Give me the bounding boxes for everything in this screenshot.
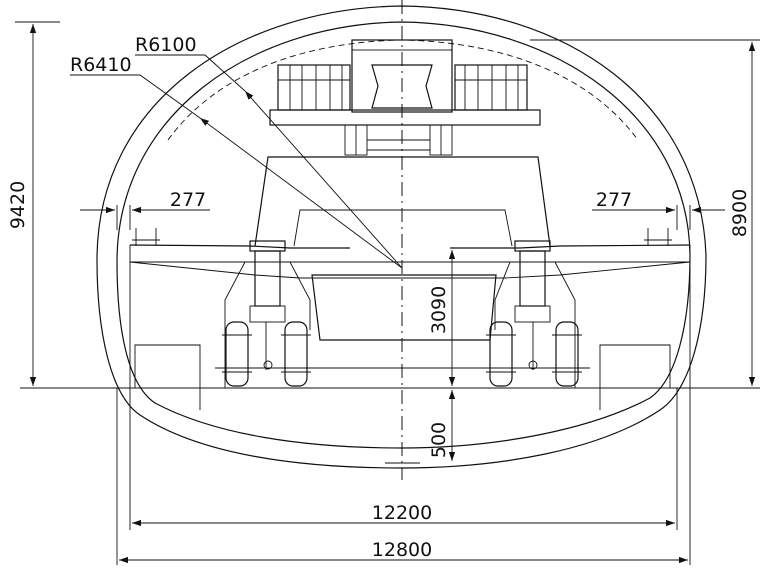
radius-label-inner: R6100 (135, 34, 197, 56)
radius-leader-outer (199, 117, 403, 269)
machine-deck-left (129, 244, 350, 249)
left-outer-wheel (225, 321, 249, 387)
total-height-label: 9420 (7, 181, 29, 229)
right-guardrail (644, 228, 672, 246)
left-leg-assembly (222, 240, 311, 388)
center-gearbox (351, 39, 453, 113)
radius-label-outer: R6410 (70, 54, 132, 76)
clear-height-label: 8900 (729, 189, 751, 237)
right-drum (454, 64, 528, 111)
deck-left-taper (129, 261, 301, 279)
top-supports (344, 124, 453, 156)
gearbox-top (351, 39, 453, 51)
left-guardrail (132, 228, 160, 246)
center-box (311, 274, 497, 341)
top-frame-plate (269, 109, 541, 126)
left-platform-block (134, 344, 201, 410)
center-height-label: 3090 (428, 286, 450, 334)
right-platform-block (599, 344, 671, 410)
drum-ribs (278, 65, 527, 110)
outer-width-label: 12800 (372, 539, 432, 561)
tunnel-inner-lining (116, 21, 691, 449)
main-frame (254, 156, 551, 247)
right-inner-wheel (489, 321, 513, 387)
radius-leader-inner-tail (135, 54, 246, 92)
deck-right-taper (504, 261, 691, 279)
center-hub (371, 64, 433, 109)
clearance-right-label: 277 (596, 189, 632, 211)
tunnel-outer-lining (96, 5, 707, 469)
radius-leader-inner (244, 90, 403, 269)
inner-frame (293, 209, 513, 247)
left-inner-wheel (284, 321, 308, 387)
machine-deck-right (450, 244, 691, 249)
inner-width-label: 12200 (372, 502, 432, 524)
invert-depth-label: 500 (428, 422, 450, 458)
left-drum (277, 64, 351, 111)
right-leg-assembly (486, 240, 582, 388)
clearance-left-label: 277 (170, 189, 206, 211)
radius-leader-outer-tail (70, 74, 201, 119)
right-outer-wheel (555, 321, 579, 387)
